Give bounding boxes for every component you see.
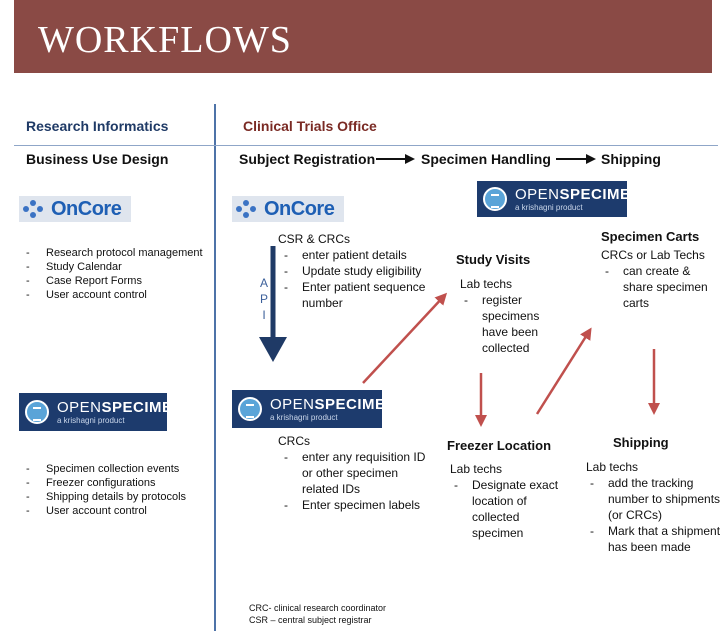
openspecimen-badge-icon xyxy=(483,187,507,211)
openspecimen-feature-list: Specimen collection events Freezer confi… xyxy=(26,462,211,518)
openspecimen-logo-clinical: OPENSPECIMEN a krishagni product xyxy=(232,390,396,428)
footnote-csr: CSR – central subject registrar xyxy=(249,615,372,625)
csr-task-list: enter patient details Update study eligi… xyxy=(280,247,450,311)
freezer-location-title: Freezer Location xyxy=(447,438,552,453)
shipping-stage-heading: Shipping xyxy=(601,151,661,167)
footnotes: CRC- clinical research coordinator CSR –… xyxy=(249,602,386,626)
csr-crcs-heading: CSR & CRCs xyxy=(278,232,351,246)
openspecimen-badge-icon xyxy=(238,397,262,421)
study-visits-title: Study Visits xyxy=(456,252,531,267)
oncore-dots-icon xyxy=(236,198,262,220)
specimen-handling-heading: Specimen Handling xyxy=(421,151,551,167)
openspecimen-tagline: a krishagni product xyxy=(270,412,338,422)
freezer-location-task-list: Designate exact location of collected sp… xyxy=(450,477,566,541)
list-item: add the tracking number to shipments (or… xyxy=(586,475,722,523)
openspecimen-word-open: OPEN xyxy=(57,398,102,416)
list-item: Case Report Forms xyxy=(26,274,211,288)
api-letter: I xyxy=(262,308,266,322)
list-item: Mark that a shipment has been made xyxy=(586,523,722,555)
openspecimen-word-specimen: SPECIMEN xyxy=(314,395,397,413)
list-item: Specimen collection events xyxy=(26,462,211,476)
specimen-carts-actor: CRCs or Lab Techs xyxy=(601,248,705,262)
business-use-design-heading: Business Use Design xyxy=(26,151,169,167)
study-visits-actor: Lab techs xyxy=(460,277,513,291)
list-item: can create & share specimen carts xyxy=(601,263,719,311)
list-item: Designate exact location of collected sp… xyxy=(450,477,566,541)
list-item: User account control xyxy=(26,504,211,518)
shipping-task-list: add the tracking number to shipments (or… xyxy=(586,475,722,555)
list-item: Freezer configurations xyxy=(26,476,211,490)
specimen-carts-task-list: can create & share specimen carts xyxy=(601,263,719,311)
clinical-trials-office-heading: Clinical Trials Office xyxy=(243,118,377,134)
oncore-logo-text: OnCore xyxy=(264,197,335,220)
openspecimen-word-open: OPEN xyxy=(270,395,315,413)
list-item: Shipping details by protocols xyxy=(26,490,211,504)
api-letter: A xyxy=(259,276,268,290)
list-item: Study Calendar xyxy=(26,260,211,274)
oncore-logo-text: OnCore xyxy=(51,197,122,220)
list-item: User account control xyxy=(26,288,211,302)
list-item: Enter patient sequence number xyxy=(280,279,450,311)
oncore-dots-icon xyxy=(23,198,49,220)
openspecimen-word-specimen: SPECIMEN xyxy=(559,185,642,203)
header-underline xyxy=(14,145,718,146)
list-item: register specimens have been collected xyxy=(460,292,560,356)
study-visits-task-list: register specimens have been collected xyxy=(460,292,560,356)
research-informatics-heading: Research Informatics xyxy=(26,118,169,134)
arrow-to-specimen-carts xyxy=(535,327,592,415)
oncore-logo-clinical: OnCore xyxy=(232,196,344,222)
oncore-logo: OnCore xyxy=(19,196,131,222)
footnote-crc: CRC- clinical research coordinator xyxy=(249,603,387,613)
api-letter: P xyxy=(259,292,268,306)
crcs-task-list: enter any requisition ID or other specim… xyxy=(280,449,435,513)
list-item: Update study eligibility xyxy=(280,263,450,279)
openspecimen-badge-icon xyxy=(25,400,49,424)
oncore-feature-list: Research protocol management Study Calen… xyxy=(26,246,211,302)
list-item: enter any requisition ID or other specim… xyxy=(280,449,435,497)
api-label: A P I xyxy=(258,275,270,323)
openspecimen-word-specimen: SPECIMEN xyxy=(101,398,184,416)
shipping-actor: Lab techs xyxy=(586,460,639,474)
specimen-carts-title: Specimen Carts xyxy=(601,229,700,244)
list-item: enter patient details xyxy=(280,247,450,263)
openspecimen-tagline: a krishagni product xyxy=(515,202,583,212)
freezer-location-actor: Lab techs xyxy=(450,462,503,476)
column-divider xyxy=(214,104,216,631)
openspecimen-logo-handling: OPENSPECIMEN a krishagni product xyxy=(477,181,641,217)
shipping-title: Shipping xyxy=(613,435,669,450)
subject-registration-heading: Subject Registration xyxy=(239,151,376,167)
crcs-heading: CRCs xyxy=(278,434,310,448)
list-item: Enter specimen labels xyxy=(280,497,435,513)
openspecimen-logo: OPENSPECIMEN a krishagni product xyxy=(19,393,183,431)
title-banner xyxy=(14,0,712,73)
api-arrow-head xyxy=(259,337,287,362)
page-title: WORKFLOWS xyxy=(38,19,292,61)
openspecimen-tagline: a krishagni product xyxy=(57,415,125,425)
list-item: Research protocol management xyxy=(26,246,211,260)
openspecimen-word-open: OPEN xyxy=(515,185,560,203)
